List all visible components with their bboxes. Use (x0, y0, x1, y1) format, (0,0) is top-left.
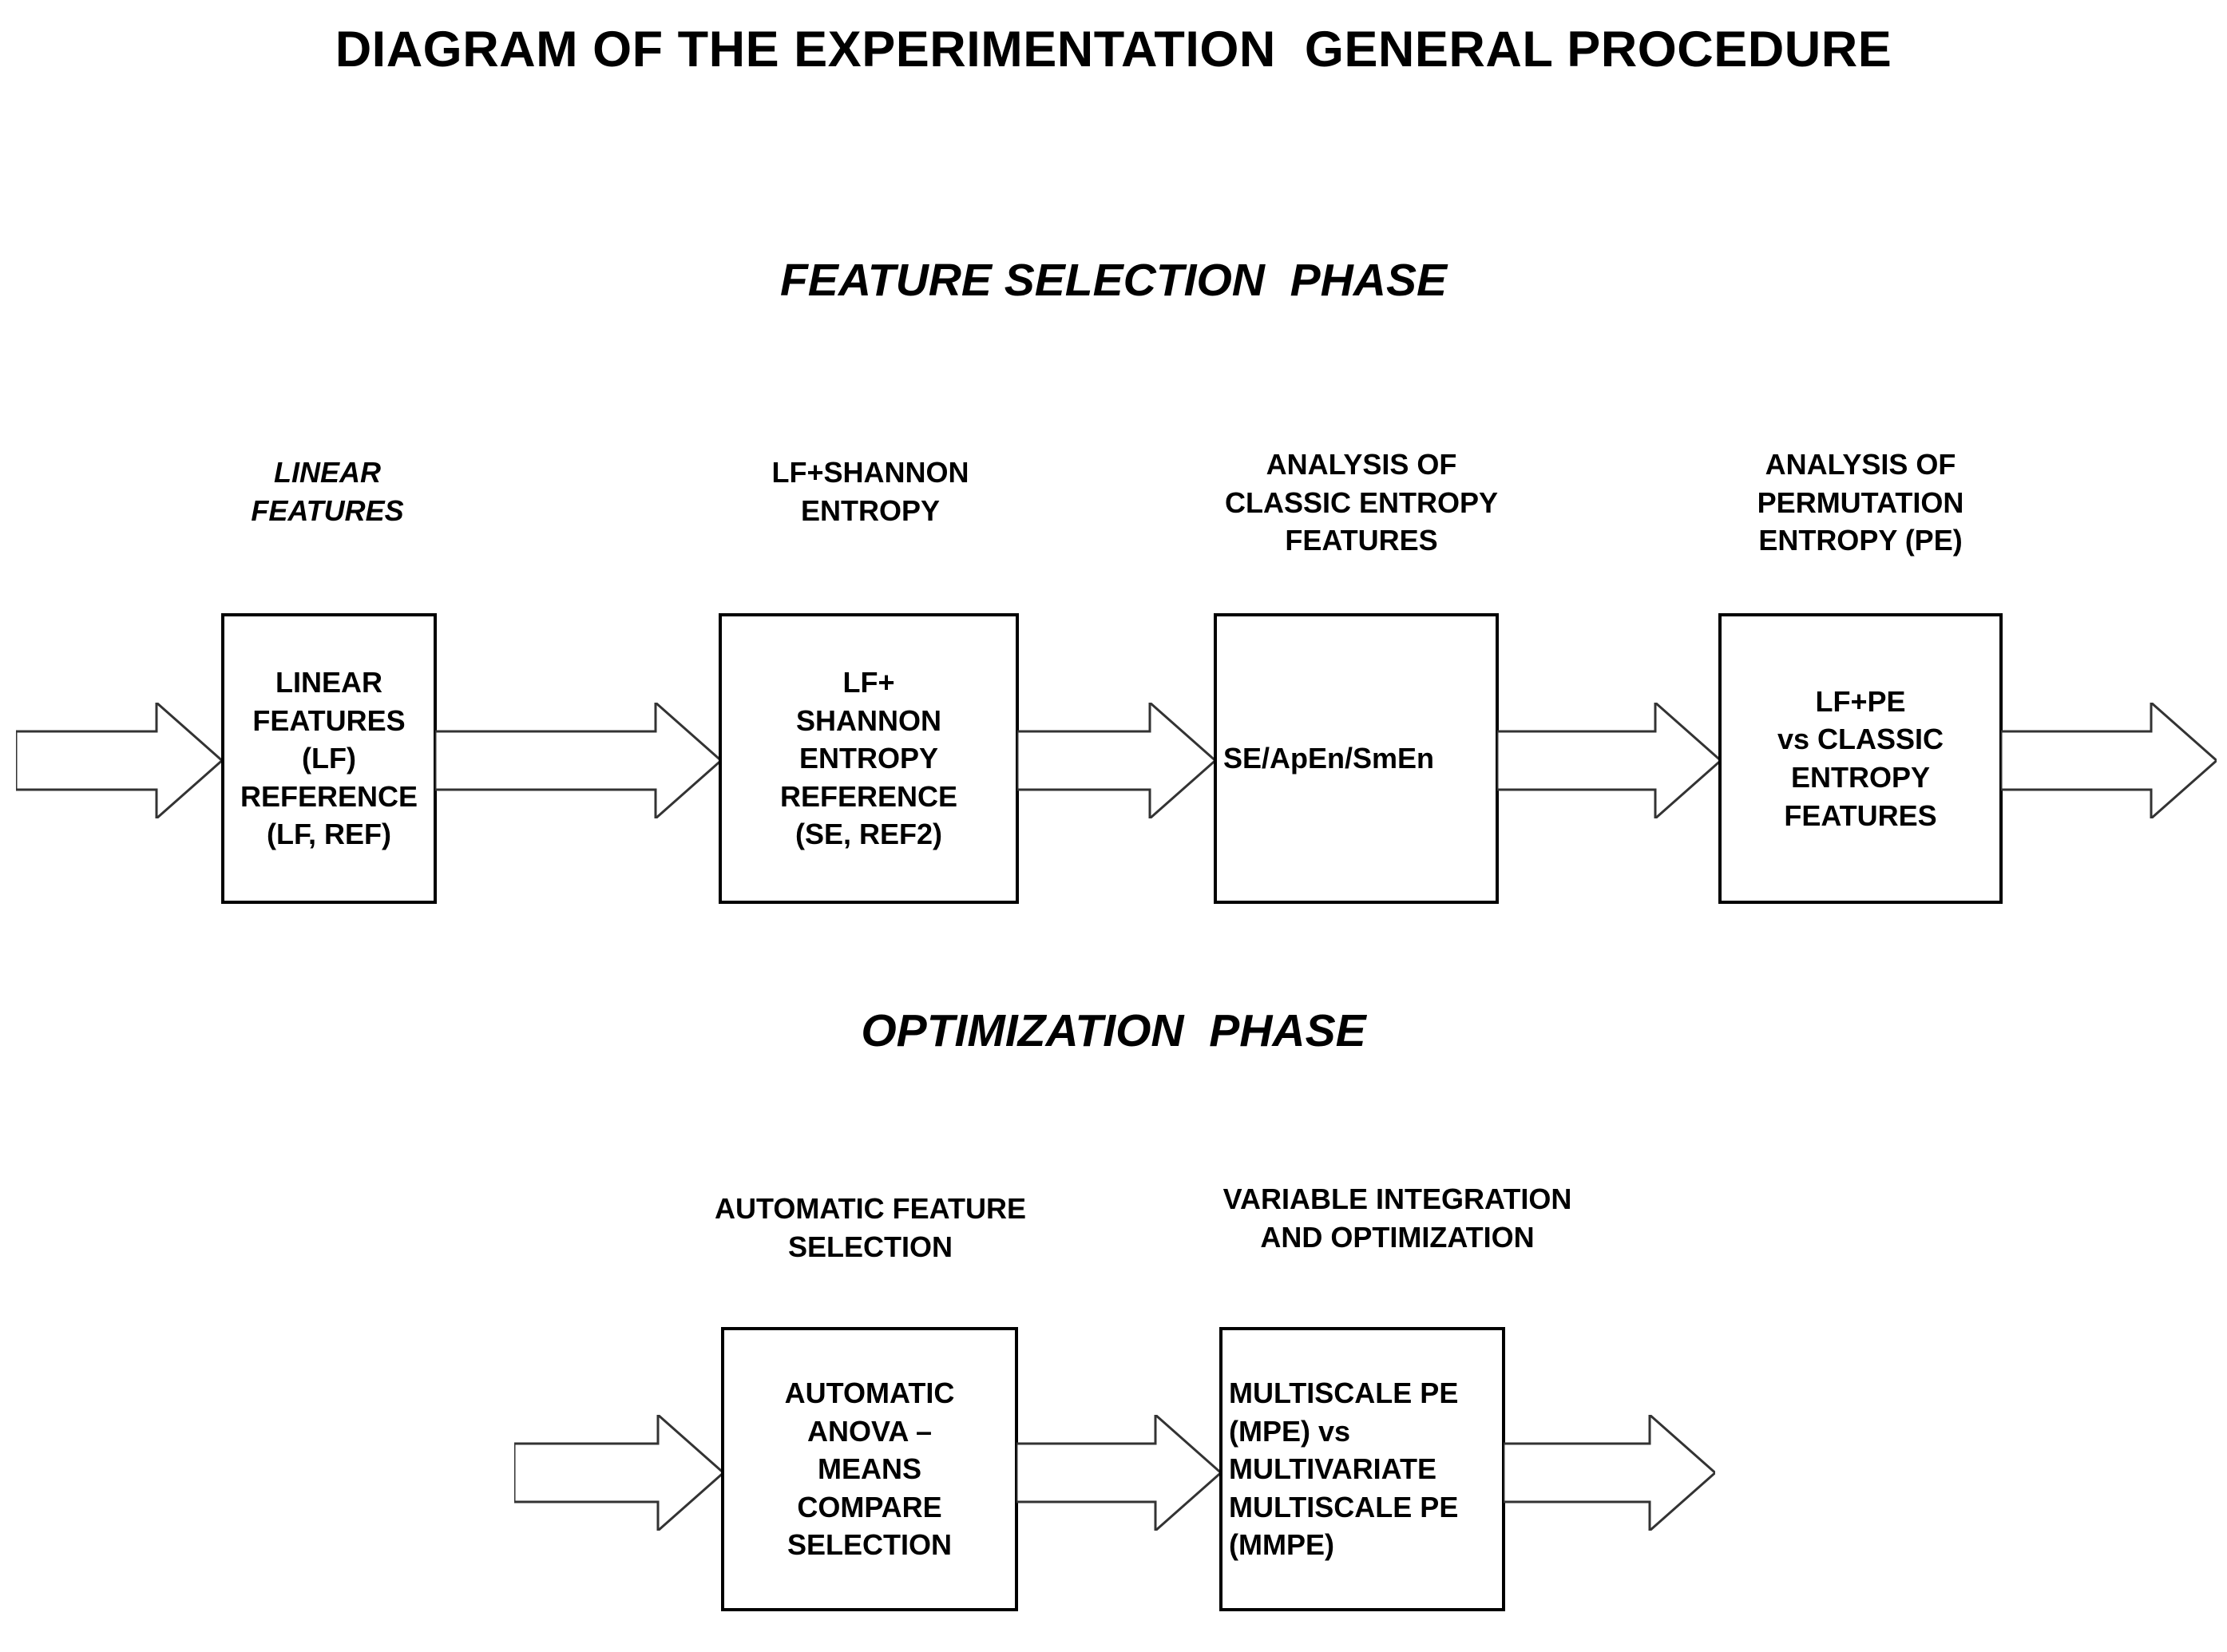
process-box-text: LF+PE vs CLASSIC ENTROPY FEATURES (1777, 684, 1944, 832)
flow-arrow-entry-row2 (514, 1415, 723, 1531)
process-box-classic-entropy-features[interactable]: SE/ApEn/SmEn (1214, 613, 1499, 904)
process-box-text: SE/ApEn/SmEn (1223, 742, 1435, 775)
column-header-linear-features: LINEAR FEATURES (251, 456, 404, 527)
process-box-lf-shannon-entropy-reference[interactable]: LF+ SHANNON ENTROPY REFERENCE (SE, REF2) (719, 613, 1019, 904)
column-header-lf-shannon-entropy: LF+SHANNON ENTROPY (771, 456, 969, 527)
process-box-lf-pe-vs-classic-entropy[interactable]: LF+PE vs CLASSIC ENTROPY FEATURES (1718, 613, 2003, 904)
page-title: DIAGRAM OF THE EXPERIMENTATION GENERAL P… (335, 22, 1892, 77)
process-box-text: AUTOMATIC ANOVA – MEANS COMPARE SELECTIO… (784, 1377, 955, 1562)
flow-arrow-2-to-3 (1017, 703, 1215, 818)
column-header-permutation-entropy-analysis: ANALYSIS OF PERMUTATION ENTROPY (PE) (1757, 448, 1964, 557)
flow-arrow-exit-row1 (2001, 703, 2217, 818)
process-box-automatic-anova-selection[interactable]: AUTOMATIC ANOVA – MEANS COMPARE SELECTIO… (721, 1327, 1018, 1611)
flow-arrow-5-to-6 (1016, 1415, 1221, 1531)
process-box-linear-features-reference[interactable]: LINEAR FEATURES (LF) REFERENCE (LF, REF) (221, 613, 437, 904)
process-box-text: MULTISCALE PE (MPE) vs MULTIVARIATE MULT… (1229, 1377, 1459, 1562)
process-box-text: LF+ SHANNON ENTROPY REFERENCE (SE, REF2) (779, 666, 958, 851)
process-box-text: LINEAR FEATURES (LF) REFERENCE (LF, REF) (240, 666, 418, 851)
column-header-classic-entropy-analysis: ANALYSIS OF CLASSIC ENTROPY FEATURES (1224, 448, 1499, 557)
process-box-mpe-vs-mmpe[interactable]: MULTISCALE PE (MPE) vs MULTIVARIATE MULT… (1219, 1327, 1505, 1611)
phase-title-optimization: OPTIMIZATION PHASE (861, 1005, 1366, 1056)
flow-arrow-exit-row2 (1504, 1415, 1715, 1531)
flow-arrow-entry-row1 (16, 703, 222, 818)
flow-arrow-1-to-2 (435, 703, 721, 818)
column-header-automatic-feature-selection: AUTOMATIC FEATURE SELECTION (715, 1192, 1026, 1263)
column-header-variable-integration-optimization: VARIABLE INTEGRATION AND OPTIMIZATION (1222, 1183, 1572, 1254)
phase-title-feature-selection: FEATURE SELECTION PHASE (779, 255, 1448, 306)
flow-arrow-3-to-4 (1497, 703, 1721, 818)
